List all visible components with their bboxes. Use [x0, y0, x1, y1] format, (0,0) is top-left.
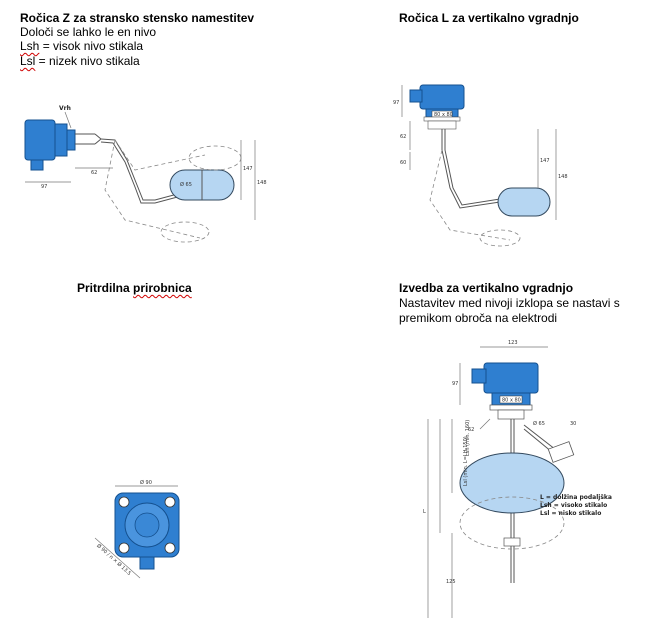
dim-60: 60	[400, 160, 406, 166]
float	[459, 452, 565, 514]
flange-title: Pritrdilna prirobnica	[77, 281, 192, 295]
dim-97: 97	[41, 184, 47, 190]
legend-l: L = dolžina podaljška	[540, 494, 612, 501]
l-arm-drawing: 80 x 80 97 62 60 147 148	[393, 84, 568, 247]
float-dia: Ø 65	[180, 181, 192, 188]
dim-148: 148	[257, 180, 267, 186]
ring	[503, 537, 521, 547]
dim-80: 80 x 80	[434, 112, 453, 118]
lsh-desc: = visok nivo stikala	[39, 39, 144, 53]
housing-body	[24, 119, 56, 161]
cable-gland	[471, 368, 487, 384]
dim-123: 123	[508, 340, 518, 346]
z-arm-desc-1: Določi se lahko le en nivo	[20, 25, 157, 39]
bolt-hole	[164, 542, 176, 554]
flange	[423, 116, 461, 122]
bolt-hole	[118, 496, 130, 508]
vertical-title: Izvedba za vertikalno vgradnjo	[399, 281, 574, 295]
cable-gland	[409, 89, 423, 103]
flange-drawing: Ø 90 Ø 90 / n × Ø 13.5	[94, 479, 180, 579]
z-arm-drawing: Vrh 97 62 147 148 Ø 65	[24, 105, 267, 243]
flange	[489, 404, 533, 411]
housing-body	[419, 84, 465, 110]
z-arm-desc-3: Lsl = nizek nivo stikala	[20, 54, 140, 68]
flange-title-start: Pritrdilna	[77, 281, 134, 295]
dim-lsl: Lsl (min. L=LH-150)	[463, 436, 469, 486]
dim-62: 62	[400, 134, 406, 140]
dim-147: 147	[540, 158, 550, 164]
bolt-hole	[118, 542, 130, 554]
dim-30: 30	[570, 421, 576, 427]
l-arm-title: Ročica L za vertikalno vgradnjo	[399, 11, 579, 25]
float	[497, 187, 551, 217]
wall-flange	[66, 129, 76, 151]
dim-125: 125	[446, 579, 456, 585]
dim-97: 97	[393, 100, 399, 106]
dim-80: 80 x 80	[502, 398, 521, 404]
dim-90: Ø 90	[140, 479, 152, 486]
dim-62: 62	[468, 427, 474, 433]
dim-l: L	[423, 509, 426, 515]
z-arm-desc-2: Lsh = visok nivo stikala	[20, 39, 143, 53]
flange-title-squig: prirobnica	[133, 281, 192, 295]
vrh-label: Vrh	[59, 105, 71, 112]
side-contact	[547, 441, 575, 463]
legend-lsh: Lsh = visoko stikalo	[540, 502, 607, 509]
vertical-desc-2: premikom obroča na elektrodi	[399, 311, 558, 325]
dim-148: 148	[558, 174, 568, 180]
legend-lsl: Lsl = nisko stikalo	[540, 510, 601, 517]
lsh-abbr: Lsh	[20, 39, 40, 53]
vertical-desc-1: Nastavitev med nivoji izklopa se nastavi…	[399, 296, 620, 310]
dim-147: 147	[243, 166, 253, 172]
z-arm-title: Ročica Z za stransko stensko namestitev	[20, 11, 255, 25]
dim-62: 62	[91, 170, 97, 176]
lsl-abbr: Lsl	[20, 54, 36, 68]
lsl-desc: = nizek nivo stikala	[35, 54, 140, 68]
housing-body	[483, 362, 539, 394]
dim-65: Ø 65	[533, 420, 545, 427]
dim-97: 97	[452, 381, 458, 387]
housing-side	[54, 123, 68, 157]
dim-lsh: Lsh (min. 160)	[465, 420, 471, 456]
vertical-drawing: 123 80 x 80 97 Ø 65 30 62 L = dolžina po…	[423, 340, 612, 618]
cable-gland	[139, 556, 155, 570]
cable-gland	[30, 159, 44, 171]
bolt-hole	[164, 496, 176, 508]
l-arm-rod	[441, 129, 501, 209]
